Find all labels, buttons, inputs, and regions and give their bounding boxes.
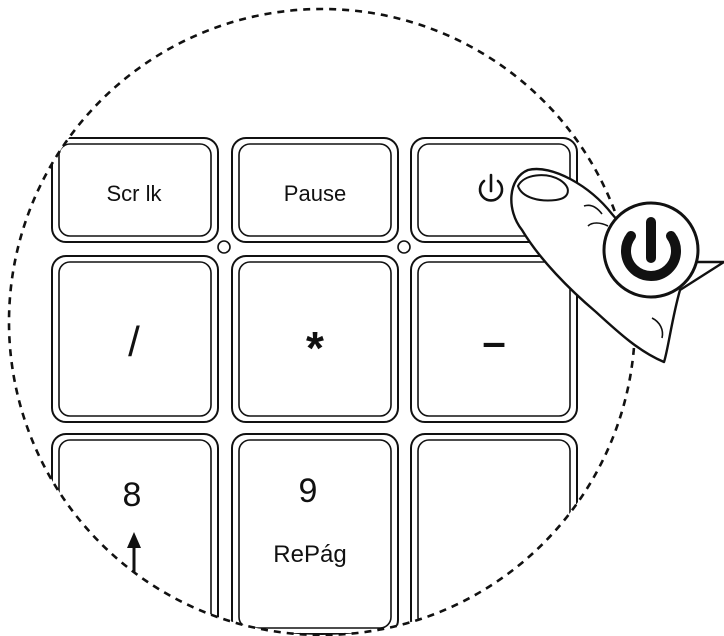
pause-key[interactable]: Pause xyxy=(231,137,399,243)
plus-key[interactable] xyxy=(410,433,578,635)
num-9-sublabel: RePág xyxy=(273,541,346,568)
asterisk-label: * xyxy=(306,322,324,374)
slash-label: / xyxy=(128,318,140,365)
power-icon xyxy=(478,173,504,202)
slash-key[interactable]: / xyxy=(51,255,219,423)
minus-key[interactable]: – xyxy=(410,255,578,423)
minus-label: – xyxy=(482,318,505,365)
num-8-label: 8 xyxy=(123,476,142,514)
led-indicator xyxy=(397,240,411,254)
pause-label: Pause xyxy=(284,181,346,206)
num-9-key[interactable]: 9 RePág xyxy=(231,433,399,635)
asterisk-key[interactable]: * xyxy=(231,255,399,423)
power-badge xyxy=(602,201,700,299)
led-indicator xyxy=(217,240,231,254)
power-icon xyxy=(621,217,681,281)
arrow-up-icon xyxy=(127,532,141,574)
keypad-area: Scr lk Pause / * xyxy=(51,137,578,635)
num-8-key[interactable]: 8 xyxy=(51,433,219,635)
scroll-lock-label: Scr lk xyxy=(107,181,163,206)
scroll-lock-key[interactable]: Scr lk xyxy=(51,137,219,243)
num-9-label: 9 xyxy=(299,472,318,510)
